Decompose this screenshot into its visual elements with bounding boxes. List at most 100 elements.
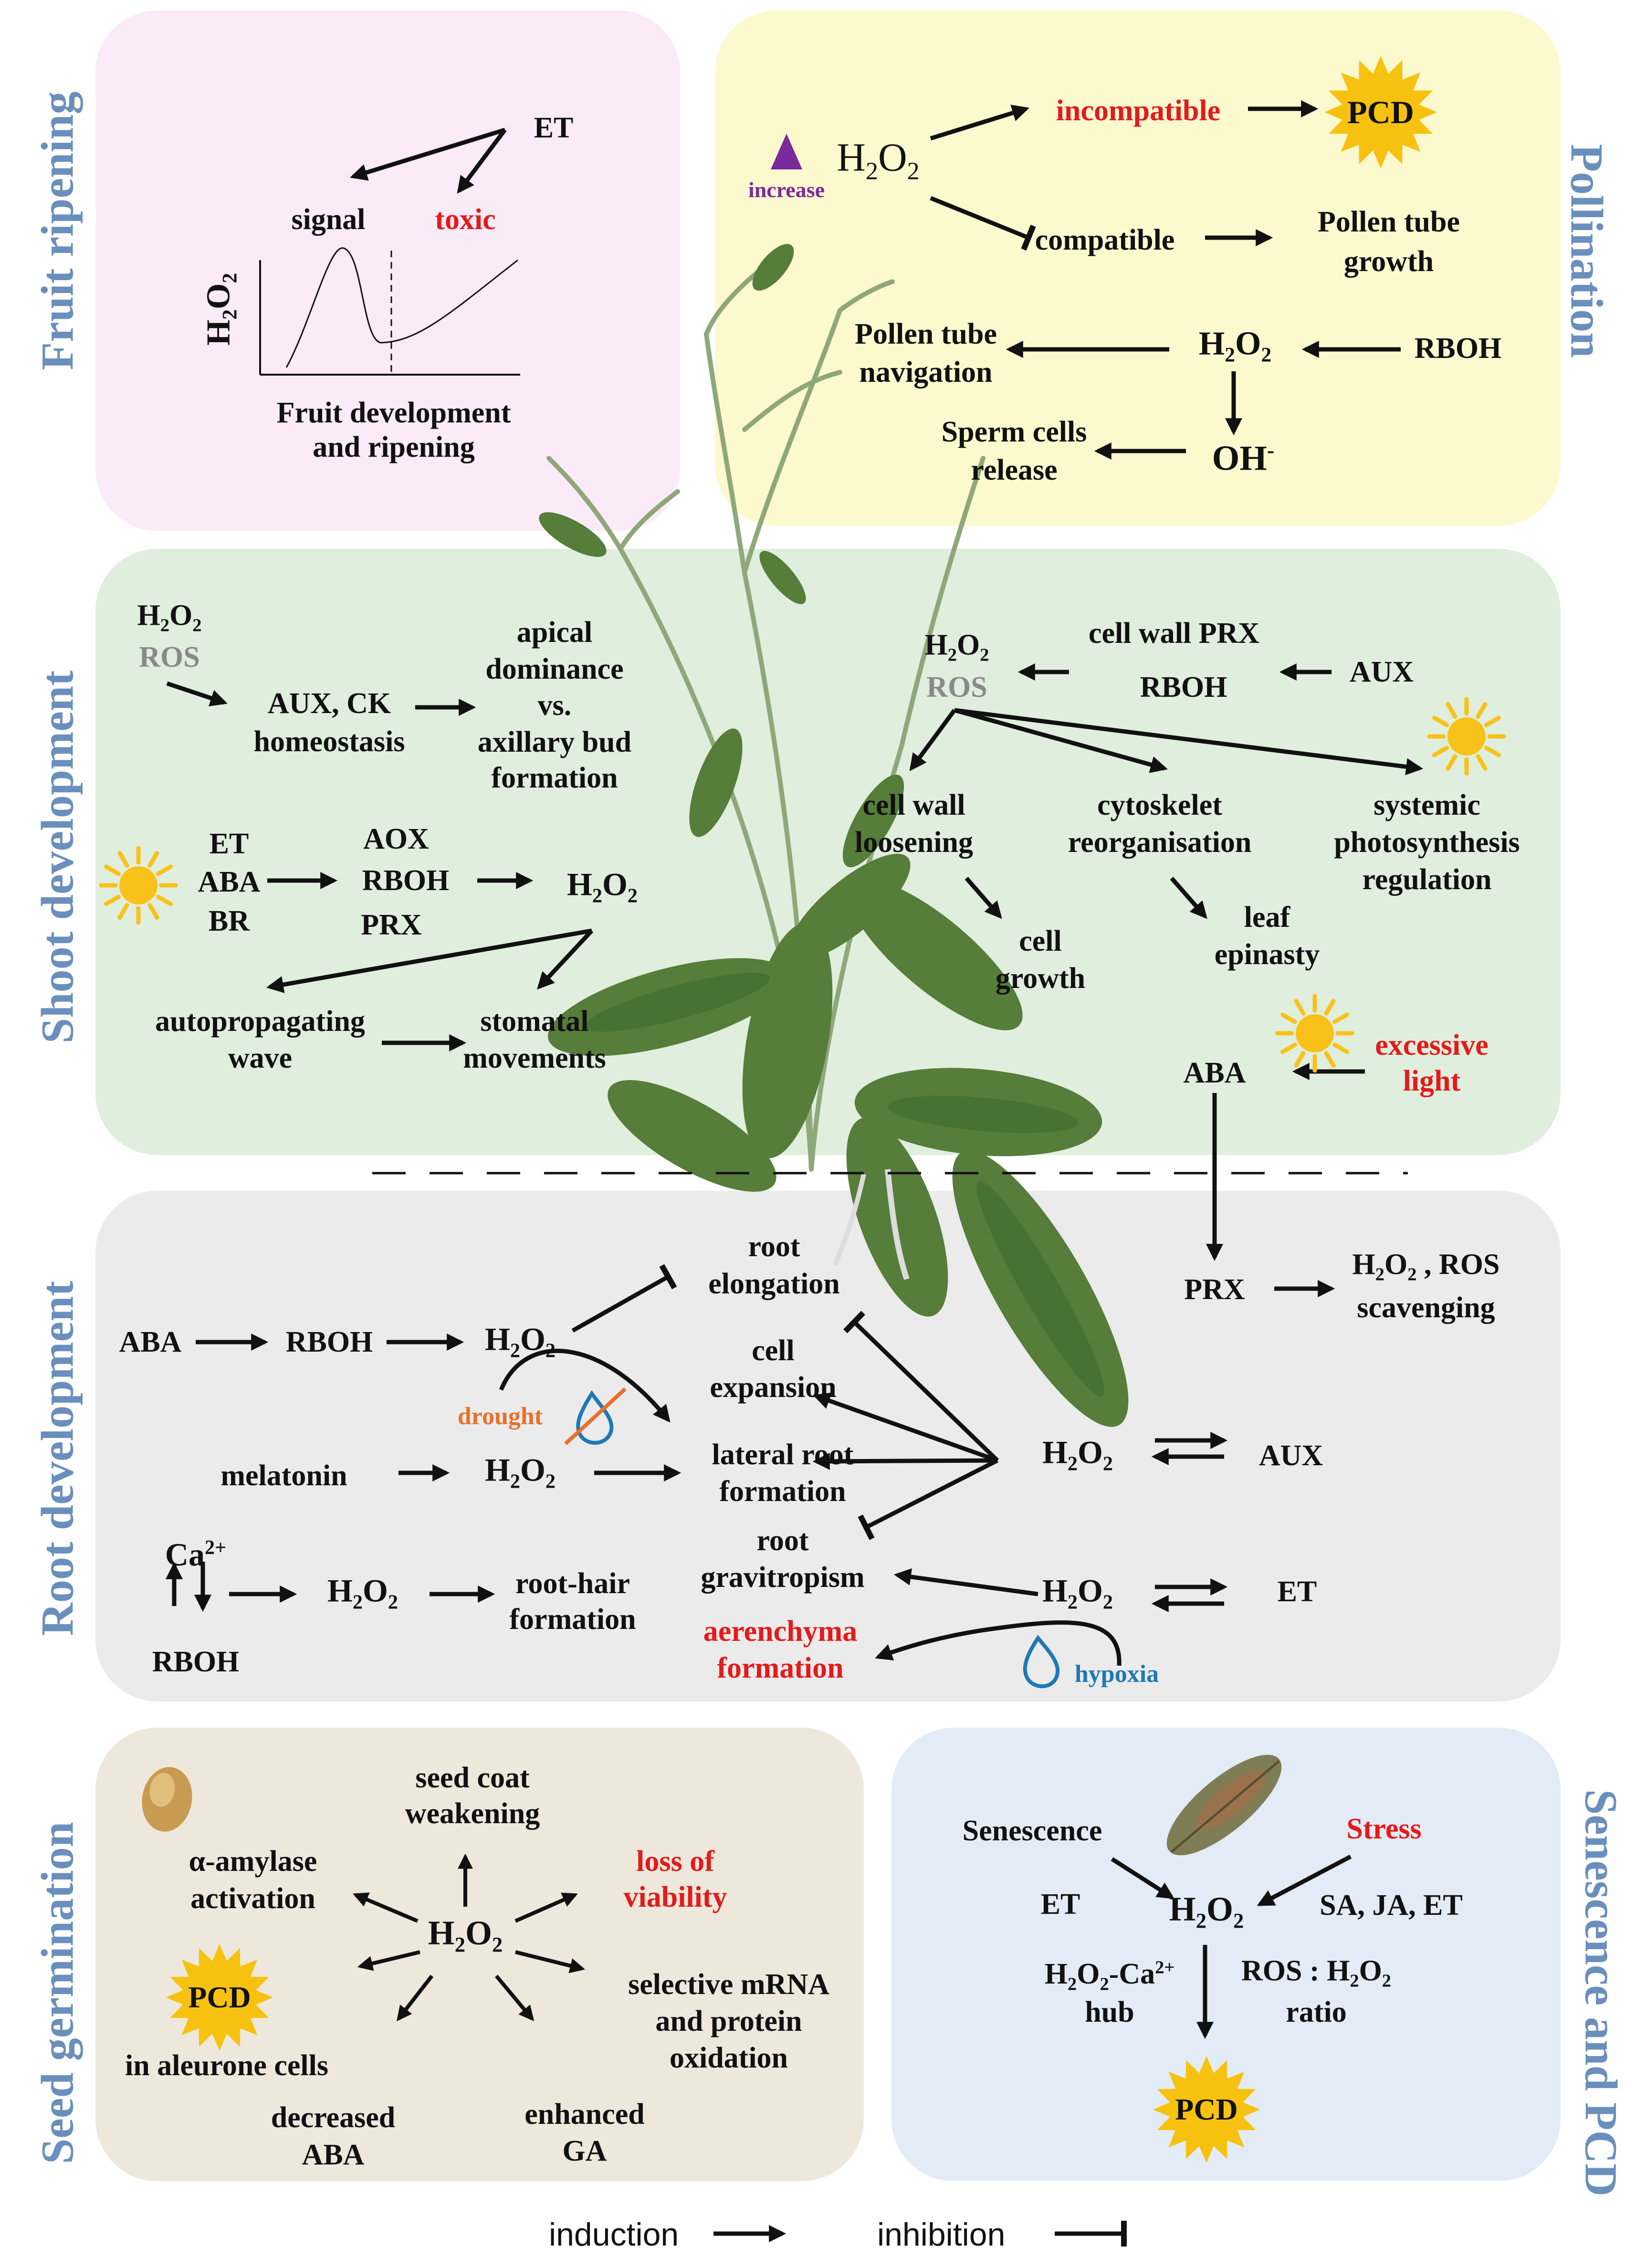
fruit-xlabel-1: Fruit development bbox=[276, 397, 511, 429]
root-melatonin: melatonin bbox=[220, 1460, 347, 1492]
pollination-navigation-2: navigation bbox=[859, 356, 993, 388]
shoot-loosening-1: cell wall bbox=[862, 789, 965, 821]
shoot-apical-3: vs. bbox=[537, 689, 572, 722]
sen-hub-1: H2O2-Ca2+ bbox=[1044, 1957, 1175, 1995]
seed-h2o2: H2O2 bbox=[428, 1913, 503, 1957]
pcd-burst-senescence bbox=[1153, 2056, 1260, 2163]
root-rboh-2: RBOH bbox=[152, 1646, 240, 1678]
root-hair-2: formation bbox=[509, 1603, 636, 1636]
root-h2o2-aux: H2O2 bbox=[1042, 1434, 1113, 1475]
root-elong-2: elongation bbox=[708, 1268, 840, 1300]
seed-pcd: PCD bbox=[188, 1980, 251, 2014]
seed-ga-2: GA bbox=[562, 2135, 607, 2167]
root-scav-1: H2O2 , ROS bbox=[1352, 1248, 1500, 1285]
shoot-wave-2: wave bbox=[228, 1042, 293, 1074]
root-aeren-1: aerenchyma bbox=[703, 1615, 858, 1648]
pollination-sperm-1: Sperm cells bbox=[941, 416, 1087, 448]
root-ca: Ca2+ bbox=[165, 1536, 227, 1573]
root-expansion-1: cell bbox=[752, 1334, 795, 1367]
seed-icon bbox=[142, 1767, 192, 1832]
sun-icon bbox=[99, 846, 178, 925]
seed-amylase-2: activation bbox=[190, 1882, 315, 1915]
shoot-h2o2-r: H2O2 bbox=[924, 629, 989, 665]
shoot-rboh: RBOH bbox=[362, 864, 450, 897]
sen-hub-2: hub bbox=[1085, 1996, 1134, 2028]
pollination-pcd: PCD bbox=[1347, 94, 1414, 130]
sen-pcd: PCD bbox=[1175, 2092, 1238, 2126]
shoot-stomatal-1: stomatal bbox=[480, 1005, 589, 1038]
pollination-navigation-1: Pollen tube bbox=[855, 318, 997, 350]
pollination-growth-1: Pollen tube bbox=[1318, 206, 1460, 238]
shoot-h2o2: H2O2 bbox=[137, 599, 202, 636]
seed-mrna-2: and protein bbox=[655, 2005, 802, 2037]
root-hair-1: root-hair bbox=[515, 1567, 630, 1600]
shoot-growth-1: cell bbox=[1019, 925, 1062, 957]
increase-triangle bbox=[771, 134, 802, 169]
section-title-shoot: Shoot development bbox=[31, 670, 83, 1044]
seed-ga-1: enhanced bbox=[524, 2098, 645, 2131]
root-grav-1: root bbox=[756, 1524, 809, 1557]
root-h2o2-3: H2O2 bbox=[327, 1572, 398, 1614]
root-grav-2: gravitropism bbox=[701, 1561, 865, 1594]
panel-fruit-ripening bbox=[95, 10, 680, 531]
seed-aba-1: decreased bbox=[271, 2101, 396, 2134]
shoot-systemic-2: photosynthesis bbox=[1334, 826, 1520, 859]
shoot-epinasty-2: epinasty bbox=[1214, 938, 1320, 971]
root-drought: drought bbox=[457, 1403, 543, 1430]
shoot-rboh-r: RBOH bbox=[1140, 671, 1227, 704]
shoot-et: ET bbox=[209, 828, 249, 860]
root-h2o2-et: H2O2 bbox=[1042, 1572, 1113, 1614]
root-et: ET bbox=[1277, 1575, 1317, 1608]
shoot-growth-2: growth bbox=[995, 962, 1086, 995]
root-h2o2-1: H2O2 bbox=[485, 1321, 556, 1362]
fruit-toxic: toxic bbox=[435, 203, 496, 236]
shoot-aux-r: AUX bbox=[1349, 656, 1414, 688]
shoot-ros: ROS bbox=[139, 641, 200, 673]
fruit-graph bbox=[259, 127, 520, 376]
shoot-excessive-1: excessive bbox=[1375, 1029, 1489, 1061]
seed-mrna-3: oxidation bbox=[669, 2042, 788, 2074]
plant-illustration bbox=[539, 244, 1129, 1427]
shoot-apical-1: apical bbox=[516, 616, 593, 649]
shoot-br: BR bbox=[208, 905, 250, 937]
shoot-arrows bbox=[166, 663, 1424, 1261]
shoot-cyto-2: reorganisation bbox=[1068, 826, 1252, 859]
shoot-excessive-2: light bbox=[1403, 1065, 1461, 1097]
root-elong-1: root bbox=[748, 1230, 800, 1263]
pollination-incompatible: incompatible bbox=[1056, 94, 1221, 127]
section-title-fruit: Fruit ripening bbox=[31, 91, 83, 370]
sen-stress: Stress bbox=[1346, 1813, 1422, 1845]
shoot-cyto-1: cytoskelet bbox=[1097, 789, 1222, 821]
seed-loss-2: viability bbox=[623, 1881, 727, 1913]
root-aeren-2: formation bbox=[717, 1652, 844, 1684]
pollination-growth-2: growth bbox=[1343, 245, 1434, 278]
pcd-burst-seed bbox=[166, 1944, 273, 2051]
root-rboh: RBOH bbox=[285, 1326, 373, 1358]
root-arrows bbox=[166, 1264, 1335, 1666]
legend-induction: induction bbox=[549, 2216, 679, 2253]
shoot-ros-r: ROS bbox=[926, 671, 987, 704]
pollination-sperm-2: release bbox=[971, 454, 1058, 486]
sun-icon bbox=[1275, 994, 1354, 1073]
seed-loss-1: loss of bbox=[636, 1845, 714, 1878]
shoot-aba: ABA bbox=[198, 866, 261, 898]
pollination-h2o2-mid: H2O2 bbox=[1198, 325, 1272, 367]
shoot-aux-ck-2: homeostasis bbox=[253, 725, 405, 758]
seed-amylase-1: α-amylase bbox=[189, 1845, 317, 1878]
drought-drop-icon bbox=[564, 1387, 627, 1445]
shoot-aox: AOX bbox=[363, 823, 429, 855]
shoot-aba-r: ABA bbox=[1183, 1057, 1246, 1089]
seed-coat-1: seed coat bbox=[415, 1762, 530, 1794]
root-lateral-2: formation bbox=[719, 1475, 846, 1508]
fruit-ylabel: H2O2 bbox=[200, 273, 241, 346]
sen-senescence: Senescence bbox=[962, 1815, 1102, 1847]
root-lateral-1: lateral root bbox=[712, 1438, 854, 1471]
pollination-oh: OH- bbox=[1212, 438, 1275, 478]
fruit-signal: signal bbox=[291, 203, 366, 236]
shoot-wave-1: autopropagating bbox=[155, 1005, 365, 1038]
sen-h2o2: H2O2 bbox=[1169, 1890, 1244, 1933]
fruit-xlabel-2: and ripening bbox=[313, 431, 475, 463]
shoot-prx: PRX bbox=[361, 909, 422, 941]
